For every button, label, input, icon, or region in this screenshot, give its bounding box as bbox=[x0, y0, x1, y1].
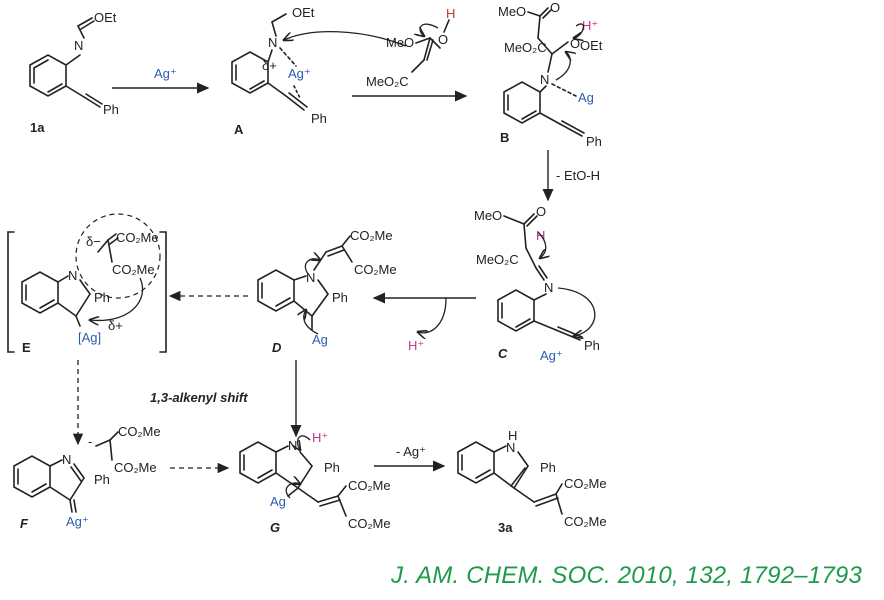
compound-F: N Ph Ag⁺ - CO₂Me CO₂Me F bbox=[13, 424, 161, 531]
delta-plus: δ+ bbox=[108, 318, 123, 333]
atom-o: O bbox=[550, 0, 560, 15]
atom-ph: Ph bbox=[94, 472, 110, 487]
atom-oet: OEt bbox=[580, 38, 603, 53]
label-C: C bbox=[498, 346, 508, 361]
atom-meo2c: MeO₂C bbox=[366, 74, 409, 89]
compound-3a: H N Ph CO₂Me CO₂Me 3a bbox=[457, 428, 607, 535]
atom-h-hydroxyl: H bbox=[446, 6, 455, 21]
atom-ag-bracket: [Ag] bbox=[78, 330, 101, 345]
atom-ag: Ag bbox=[270, 494, 286, 509]
atom-ag-plus: Ag⁺ bbox=[288, 66, 311, 81]
label-1a: 1a bbox=[30, 120, 45, 135]
atom-n: N bbox=[506, 440, 515, 455]
atom-ph: Ph bbox=[324, 460, 340, 475]
atom-meo: MeO bbox=[474, 208, 502, 223]
atom-n: N bbox=[306, 270, 315, 285]
atom-ph: Ph bbox=[94, 290, 110, 305]
label-3a: 3a bbox=[498, 520, 513, 535]
journal-citation: J. AM. CHEM. SOC. 2010, 132, 1792–1793 bbox=[391, 562, 862, 589]
proton-lost: H⁺ bbox=[408, 338, 424, 353]
atom-n: N bbox=[68, 268, 77, 283]
label-A: A bbox=[234, 122, 244, 137]
delta-plus: δ+ bbox=[262, 58, 277, 73]
label-D: D bbox=[272, 340, 282, 355]
label-E: E bbox=[22, 340, 31, 355]
atom-meo: MeO bbox=[386, 35, 414, 50]
atom-meo2c: MeO₂C bbox=[476, 252, 519, 267]
atom-o: O bbox=[438, 32, 448, 47]
atom-meo2c: MeO₂C bbox=[504, 40, 547, 55]
atom-n: N bbox=[268, 35, 277, 50]
anion-charge: - bbox=[88, 434, 92, 449]
atom-ph: Ph bbox=[332, 290, 348, 305]
atom-ph: Ph bbox=[103, 102, 119, 117]
atom-co2me: CO₂Me bbox=[112, 262, 155, 277]
atom-co2me: CO₂Me bbox=[564, 476, 607, 491]
atom-co2me: CO₂Me bbox=[354, 262, 397, 277]
atom-o: O bbox=[536, 204, 546, 219]
atom-n: N bbox=[74, 38, 83, 53]
atom-ag-plus: Ag⁺ bbox=[540, 348, 563, 363]
compound-E: N Ph [Ag] δ+ δ− CO₂Me CO₂Me E bbox=[7, 213, 167, 355]
atom-h-plus: H⁺ bbox=[582, 18, 598, 33]
atom-o: O bbox=[570, 36, 580, 51]
reagent-eto-h: - EtO-H bbox=[556, 168, 600, 183]
atom-nh-h: H bbox=[508, 428, 517, 443]
atom-ag: Ag bbox=[312, 332, 328, 347]
atom-co2me: CO₂Me bbox=[348, 478, 391, 493]
compound-A: N OEt δ+ Ag⁺ Ph A bbox=[231, 5, 327, 137]
enol-malonate: MeO O H MeO₂C bbox=[284, 6, 455, 89]
label-G: G bbox=[270, 520, 280, 535]
atom-ag: Ag bbox=[578, 90, 594, 105]
delta-minus: δ− bbox=[86, 234, 101, 249]
atom-oet: OEt bbox=[94, 10, 117, 25]
atom-n: N bbox=[544, 280, 553, 295]
compound-B: MeO O MeO₂C O H⁺ OEt N Ag Ph B bbox=[498, 0, 603, 149]
atom-oet: OEt bbox=[292, 5, 315, 20]
compound-G: N H⁺ Ph Ag CO₂Me CO₂Me G bbox=[239, 430, 391, 535]
atom-n: N bbox=[288, 438, 297, 453]
reagent-ag: Ag⁺ bbox=[154, 66, 177, 81]
atom-co2me: CO₂Me bbox=[114, 460, 157, 475]
atom-co2me: CO₂Me bbox=[564, 514, 607, 529]
atom-meo: MeO bbox=[498, 4, 526, 19]
atom-ph: Ph bbox=[540, 460, 556, 475]
compound-D: N Ph Ag CO₂Me CO₂Me D bbox=[257, 228, 397, 355]
atom-co2me: CO₂Me bbox=[116, 230, 159, 245]
atom-ph: Ph bbox=[586, 134, 602, 149]
compound-1a: N OEt Ph 1a bbox=[29, 10, 119, 135]
reagent-ag-loss: - Ag⁺ bbox=[396, 444, 426, 459]
atom-n: N bbox=[62, 452, 71, 467]
label-B: B bbox=[500, 130, 509, 145]
atom-co2me: CO₂Me bbox=[350, 228, 393, 243]
atom-ph: Ph bbox=[311, 111, 327, 126]
atom-ag-plus: Ag⁺ bbox=[66, 514, 89, 529]
atom-co2me: CO₂Me bbox=[118, 424, 161, 439]
compound-C: MeO O H MeO₂C N Ph Ag⁺ C bbox=[474, 204, 600, 363]
atom-ph: Ph bbox=[584, 338, 600, 353]
atom-n: N bbox=[540, 72, 549, 87]
atom-h-plus: H⁺ bbox=[312, 430, 328, 445]
reagent-alkenyl-shift: 1,3-alkenyl shift bbox=[150, 390, 248, 405]
atom-co2me: CO₂Me bbox=[348, 516, 391, 531]
label-F: F bbox=[20, 516, 29, 531]
